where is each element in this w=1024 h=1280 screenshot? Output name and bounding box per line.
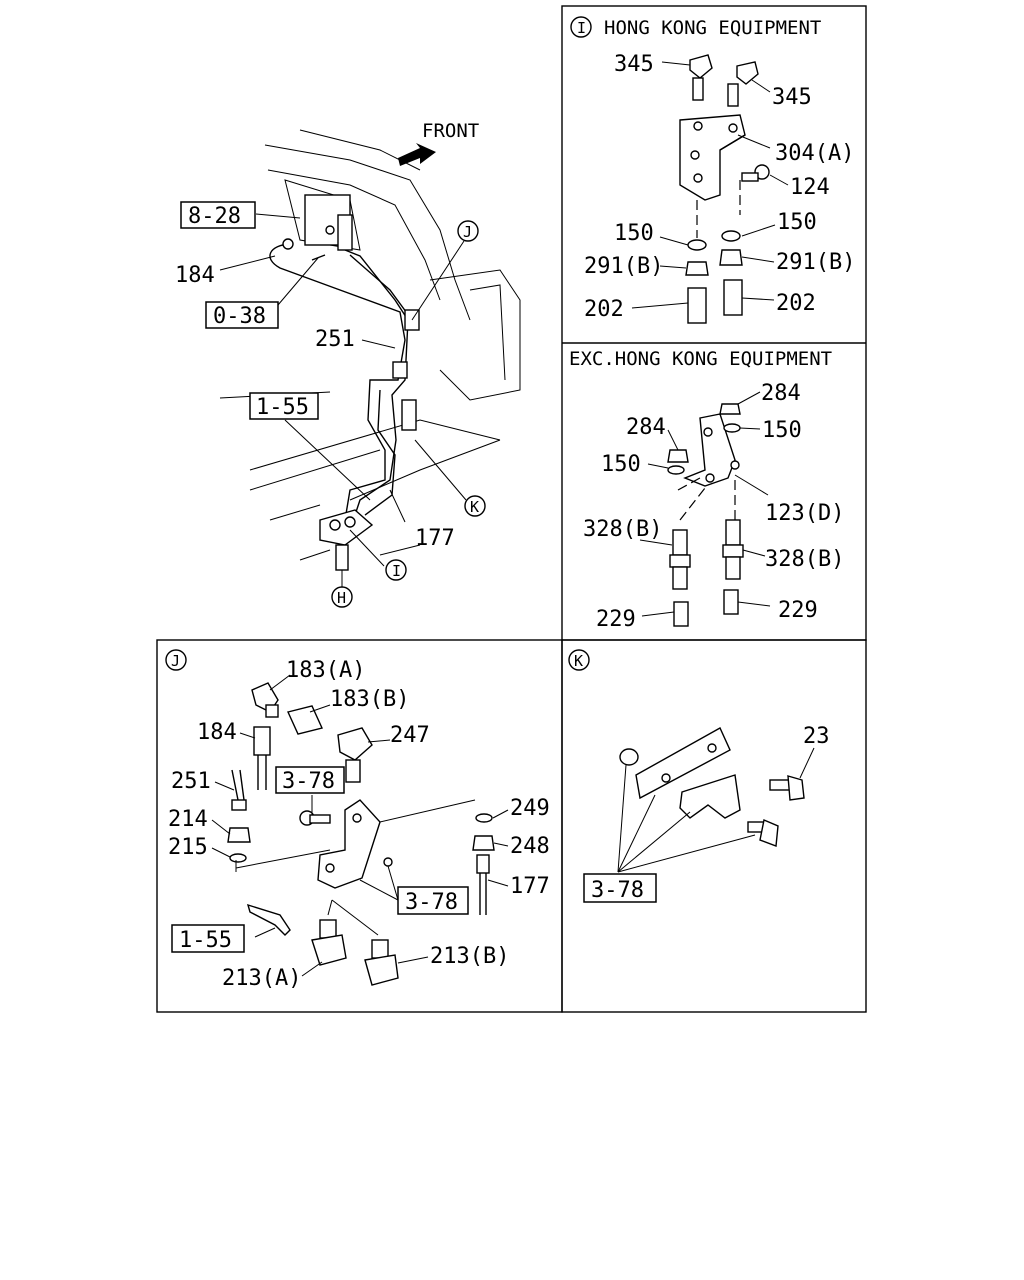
label-247: 247 [390, 723, 430, 748]
washer-icon [687, 239, 707, 251]
union-icon [253, 726, 271, 756]
nut-icon [719, 249, 743, 266]
nut-icon [472, 835, 495, 851]
label-328b-right: 328(B) [765, 547, 844, 572]
label-150-right: 150 [777, 210, 817, 235]
callout-i [385, 559, 407, 581]
nut-icon [685, 261, 709, 276]
label-249: 249 [510, 796, 550, 821]
panel-k-callout [568, 649, 590, 671]
label-291b-left: 291(B) [584, 254, 663, 279]
bolt-icon [769, 775, 805, 801]
label-213a: 213(A) [222, 966, 301, 991]
label-229-right: 229 [778, 598, 818, 623]
cap-icon [723, 589, 739, 615]
panel-j-callout-letter: J [171, 652, 180, 670]
exc-hong-kong-section [639, 391, 771, 627]
ref-1-55-j: 1-55 [179, 928, 232, 953]
callout-h-letter: H [337, 589, 346, 607]
bolt-icon [727, 61, 759, 107]
stud-icon [722, 519, 744, 580]
label-184: 184 [175, 263, 215, 288]
label-251: 251 [315, 327, 355, 352]
tee-fitting-icon [311, 919, 347, 966]
detail-k-section [617, 727, 815, 873]
label-124: 124 [790, 175, 830, 200]
label-183b: 183(B) [330, 687, 409, 712]
label-123d: 123(D) [765, 501, 844, 526]
label-284-left: 284 [626, 415, 666, 440]
tee-fitting-icon [337, 727, 373, 761]
callout-h [331, 586, 353, 608]
exc-hong-kong-title: EXC.HONG KONG EQUIPMENT [569, 348, 832, 370]
callout-j-letter: J [463, 223, 472, 241]
label-328b-left: 328(B) [583, 517, 662, 542]
stud-icon [687, 287, 707, 324]
panel-j-callout [165, 649, 187, 671]
ref-1-55: 1-55 [256, 395, 309, 420]
stud-icon [669, 529, 691, 590]
panel-i-callout [570, 16, 592, 38]
front-label: FRONT [422, 120, 479, 142]
stud-icon [723, 279, 743, 316]
panel-frames [156, 5, 867, 1013]
label-150-left-exc: 150 [601, 452, 641, 477]
label-184-j: 184 [197, 720, 237, 745]
nut-icon [719, 403, 741, 415]
front-arrow-icon [398, 143, 436, 166]
label-304a: 304(A) [775, 141, 854, 166]
callout-j [457, 220, 479, 242]
label-150-right-exc: 150 [762, 418, 802, 443]
main-view [219, 129, 521, 571]
callout-k [464, 495, 486, 517]
label-248: 248 [510, 834, 550, 859]
label-177-j: 177 [510, 874, 550, 899]
ref-3-78-lower: 3-78 [405, 890, 458, 915]
ref-0-38: 0-38 [213, 304, 266, 329]
nut-icon [667, 449, 689, 463]
label-345-right: 345 [772, 85, 812, 110]
label-202-right: 202 [776, 291, 816, 316]
bolt-icon [299, 810, 331, 826]
ref-3-78-k: 3-78 [591, 878, 644, 903]
bolt-icon [747, 819, 779, 847]
hong-kong-section [631, 54, 789, 324]
label-150-left: 150 [614, 221, 654, 246]
bolt-icon [689, 54, 713, 101]
panel-i-callout-letter: I [577, 19, 586, 37]
washer-icon [475, 813, 493, 823]
label-177: 177 [415, 526, 455, 551]
bolt-icon [741, 164, 770, 182]
label-229-left: 229 [596, 607, 636, 632]
label-183a: 183(A) [286, 658, 365, 683]
label-23: 23 [803, 724, 830, 749]
ref-3-78-upper: 3-78 [282, 769, 335, 794]
nut-icon [227, 827, 251, 843]
main-leaders [219, 213, 467, 588]
label-284-right: 284 [761, 381, 801, 406]
washer-icon [723, 423, 741, 433]
label-291b-right: 291(B) [776, 250, 855, 275]
washer-icon [667, 465, 685, 475]
label-251-j: 251 [171, 769, 211, 794]
callout-k-letter: K [470, 498, 479, 516]
ref-8-28: 8-28 [188, 204, 241, 229]
cap-icon [673, 601, 689, 627]
clip-icon [679, 774, 741, 819]
label-202-left: 202 [584, 297, 624, 322]
coupling-icon [287, 705, 323, 735]
label-213b: 213(B) [430, 944, 509, 969]
tee-fitting-icon [364, 939, 399, 986]
panel-k-callout-letter: K [574, 652, 583, 670]
label-214: 214 [168, 807, 208, 832]
detail-j-section [211, 674, 509, 986]
washer-icon [721, 230, 741, 242]
label-345-left: 345 [614, 52, 654, 77]
washer-icon [229, 853, 247, 863]
label-215: 215 [168, 835, 208, 860]
hong-kong-title: HONG KONG EQUIPMENT [604, 17, 821, 39]
callout-i-letter: I [392, 562, 401, 580]
